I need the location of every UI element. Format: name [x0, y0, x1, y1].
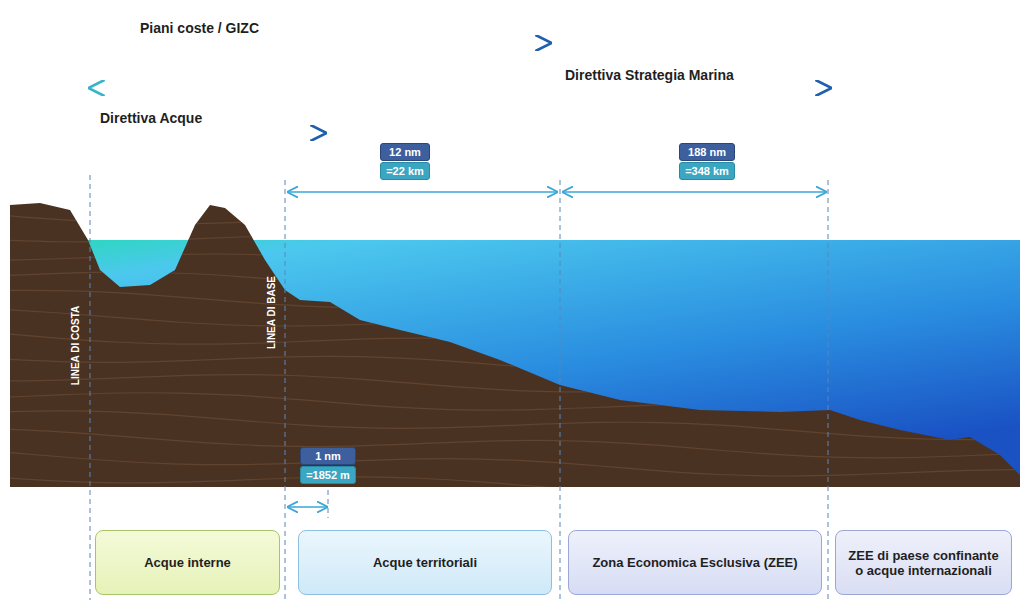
stratum-line [0, 309, 1020, 337]
zone-box: Zona Economica Esclusiva (ZEE) [568, 530, 822, 595]
boundary-line [828, 180, 829, 600]
zone-guides [90, 175, 828, 600]
line-label: LINEA DI BASE [266, 276, 277, 349]
seabed [10, 203, 1020, 487]
metric-distance: =1852 m [300, 466, 356, 484]
boundary-line [560, 180, 561, 600]
stratum-line [0, 215, 1020, 235]
dimension-arrow [288, 191, 557, 192]
nautical-miles: 188 nm [679, 143, 735, 161]
stratum-line [0, 393, 1020, 422]
nautical-miles: 1 nm [300, 447, 356, 465]
zone-box: Acque interne [95, 530, 280, 595]
stratum-line [0, 411, 1020, 440]
scope-arrow [90, 87, 830, 89]
strata-texture [0, 215, 1020, 494]
distance-badge: 12 nm=22 km [380, 143, 430, 180]
metric-distance: =22 km [380, 162, 430, 180]
stratum-line [0, 452, 1020, 476]
stratum-line [0, 356, 1020, 373]
stratum-line [0, 333, 1020, 355]
dimension-arrow [563, 191, 826, 192]
distance-badge: 1 nm=1852 m [300, 447, 356, 484]
stratum-line [0, 375, 1020, 399]
zone-box: Acque territoriali [298, 530, 552, 595]
boundary-line [90, 175, 91, 600]
directive-label: Piani coste / GIZC [140, 20, 259, 36]
line-label: LINEA DI COSTA [70, 305, 81, 384]
dimension-arrow [288, 506, 327, 507]
stratum-line [0, 477, 1020, 494]
zone-box: ZEE di paese confinante o acque internaz… [835, 530, 1012, 595]
directive-label: Direttiva Acque [100, 110, 202, 126]
zone-name: Zona Economica Esclusiva (ZEE) [592, 555, 797, 570]
boundary-line [328, 490, 329, 518]
stratum-line [0, 236, 1020, 254]
distance-badge: 188 nm=348 km [679, 143, 735, 180]
scope-arrow [10, 42, 550, 44]
stratum-line [0, 290, 1020, 319]
directive-label: Direttiva Strategia Marina [565, 67, 734, 83]
metric-distance: =348 km [679, 162, 735, 180]
zone-name: Acque interne [144, 555, 231, 570]
nautical-miles: 12 nm [380, 143, 430, 161]
stratum-line [0, 429, 1020, 458]
boundary-line [285, 180, 286, 600]
stratum-line [0, 272, 1020, 301]
stratum-line [0, 254, 1020, 280]
zone-name: Acque territoriali [373, 555, 477, 570]
scope-arrows [10, 43, 830, 133]
dimension-lines [288, 192, 826, 507]
scope-arrow [10, 132, 325, 134]
zone-name: ZEE di paese confinante o acque internaz… [844, 548, 1003, 578]
